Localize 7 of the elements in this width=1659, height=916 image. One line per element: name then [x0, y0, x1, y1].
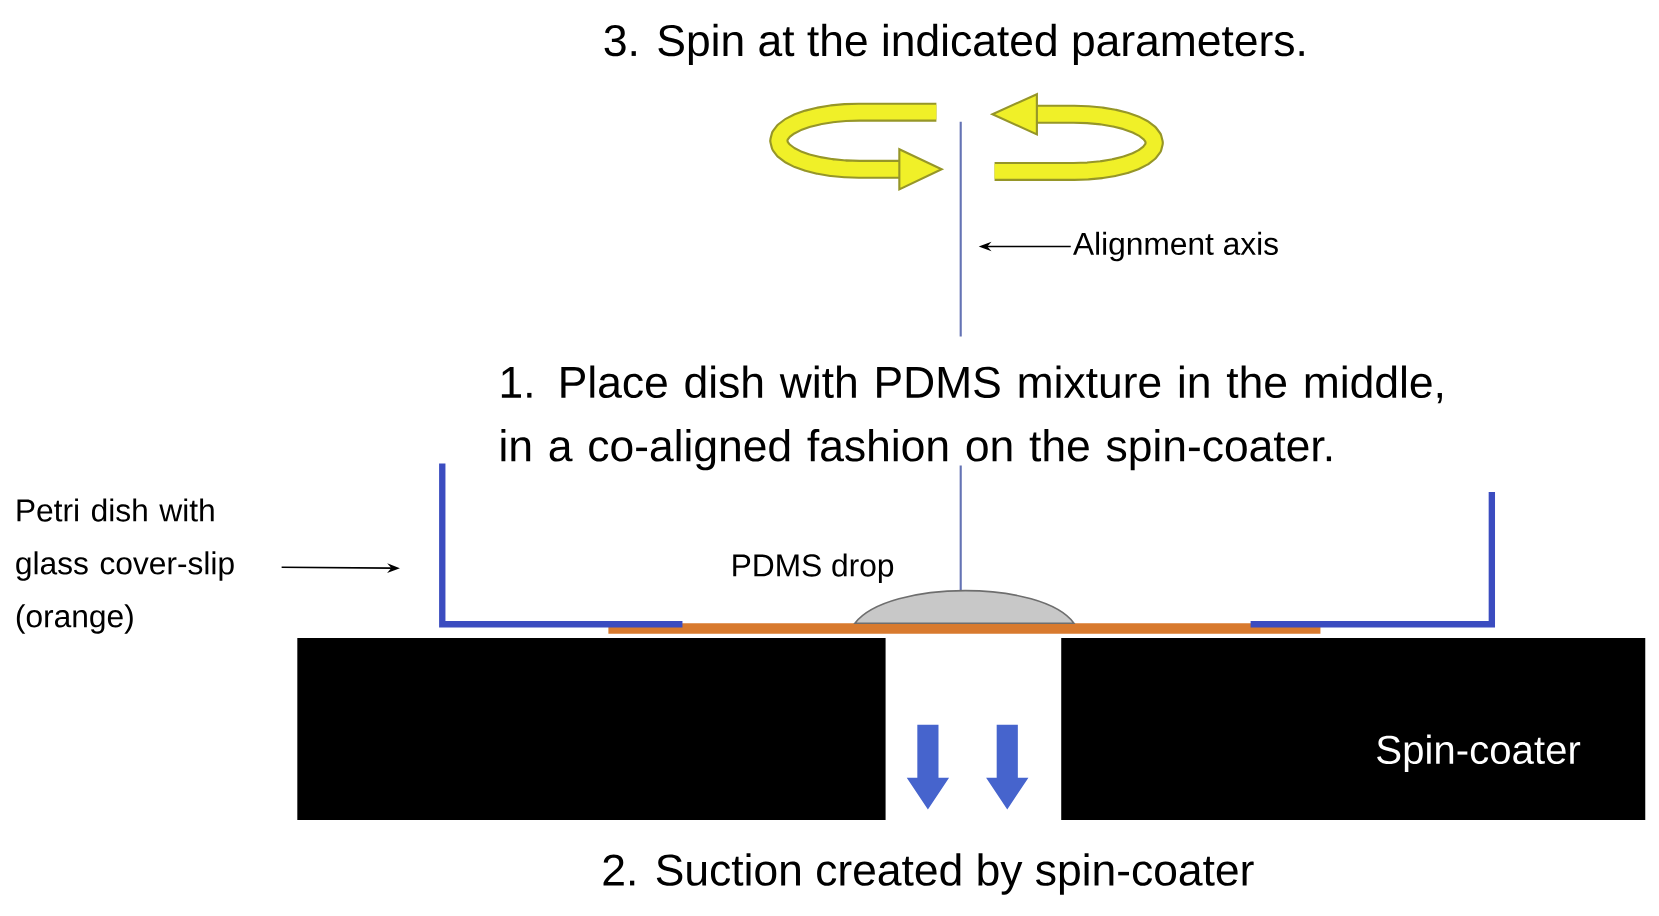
callout-text: Alignment axis	[1073, 231, 1278, 262]
step-text: 3. Spin at the indicated parameters.	[604, 23, 1304, 65]
callout-text: Petri dish with glass cover-slip (orange)	[16, 498, 234, 634]
part-label: PDMS drop	[733, 553, 894, 583]
part-label: Spin-coater	[1377, 734, 1581, 772]
step-text: 1. Place dish with PDMS mixture in the middle, in a co-aligned fashion on the spin-coater.	[501, 365, 1442, 471]
step-text: 2. Suction created by spin-coater	[603, 853, 1254, 895]
